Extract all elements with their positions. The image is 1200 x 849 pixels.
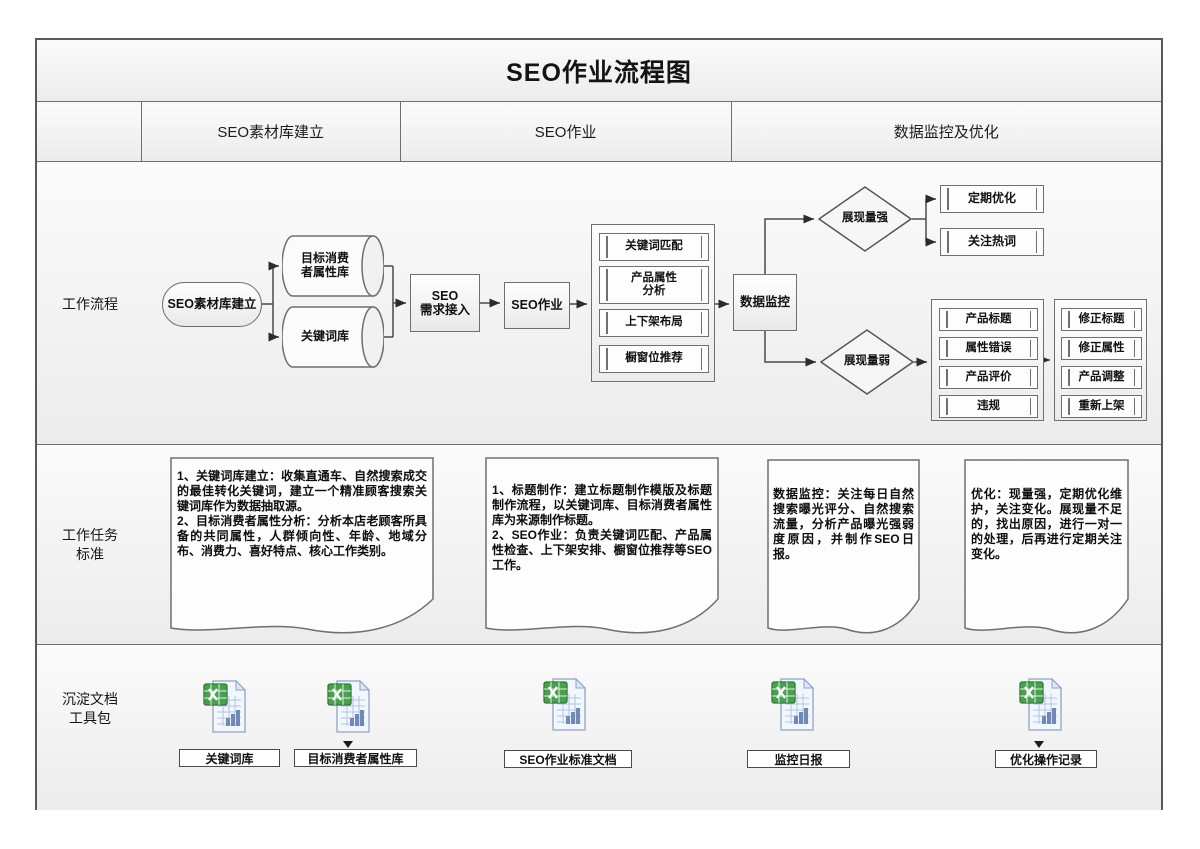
flowchart-table: SEO作业流程图 SEO素材库建立 SEO作业 数据监控及优化 工作流程: [35, 38, 1163, 810]
fix-correct-title: 修正标题: [1061, 308, 1142, 331]
cause-attribute-error: 属性错误: [939, 337, 1038, 360]
task-doc-text: 优化：现量强，定期优化维护，关注变化。展现量不足的，找出原因，进行一对一的处理，…: [971, 487, 1122, 561]
phase-header-row: SEO素材库建立 SEO作业 数据监控及优化: [37, 102, 1161, 162]
column-header-seo-library: SEO素材库建立: [140, 102, 400, 161]
weak-causes-group: 产品标题 属性错误 产品评价 违规: [931, 299, 1044, 421]
work-item-shelf-layout: 上下架布局: [599, 309, 709, 337]
deliverable-label-monitor-daily: 监控日报: [747, 750, 850, 768]
row-label-deliverables: 沉淀文档 工具包: [62, 691, 118, 726]
page-title: SEO作业流程图: [506, 58, 692, 87]
work-item-keyword-match: 关键词匹配: [599, 233, 709, 261]
decision-weak-label: 展现量弱: [844, 355, 890, 368]
decision-strong: 展现量强: [818, 186, 912, 252]
connector-lines: [262, 194, 1050, 367]
fix-relist: 重新上架: [1061, 395, 1142, 418]
excel-file-icon: [1019, 677, 1063, 731]
excel-file-icon: [327, 679, 371, 733]
seo-intake-node: SEO 需求接入: [410, 274, 480, 332]
cause-violation: 违规: [939, 395, 1038, 418]
task-doc-title-making: 1、标题制作：建立标题制作模版及标题制作流程，以关键词库、目标消费者属性库为来源…: [485, 457, 719, 645]
action-periodic-optimize: 定期优化: [940, 185, 1044, 213]
task-doc-text: 数据监控：关注每日自然搜索曝光评分、自然搜索流量，分析产品曝光强弱度原因，并制作…: [773, 487, 914, 561]
decision-weak: 展现量弱: [820, 329, 914, 395]
row-label-task-standards: 工作任务 标准: [62, 527, 118, 562]
column-header-empty: [37, 102, 141, 161]
monitor-node: 数据监控: [733, 274, 797, 331]
action-hot-keywords: 关注热词: [940, 228, 1044, 256]
fix-product-adjust: 产品调整: [1061, 366, 1142, 389]
down-arrow-icon: [1034, 741, 1044, 748]
fix-correct-attribute: 修正属性: [1061, 337, 1142, 360]
cause-product-review: 产品评价: [939, 366, 1038, 389]
work-item-window-recommend: 橱窗位推荐: [599, 345, 709, 373]
work-items-group: 关键词匹配 产品属性 分析 上下架布局 橱窗位推荐: [591, 224, 715, 382]
work-item-attribute-analysis: 产品属性 分析: [599, 266, 709, 304]
workflow-row: 工作流程: [37, 162, 1161, 445]
deliverables-row: 沉淀文档 工具包: [37, 645, 1161, 810]
deliverable-label-optimize-record: 优化操作记录: [995, 750, 1097, 768]
seo-work-node: SEO作业: [504, 282, 570, 329]
deliverable-label-keywords: 关键词库: [179, 749, 280, 767]
task-standards-row: 工作任务 标准 1、关键词库建立：收集直通车、自然搜索成交的最佳转化关键词，建立…: [37, 445, 1161, 645]
db-keywords: 关键词库: [282, 306, 384, 368]
deliverable-label-seo-standard: SEO作业标准文档: [504, 750, 632, 768]
db-consumer-attributes-label: 目标消费 者属性库: [300, 251, 349, 279]
db-keywords-label: 关键词库: [300, 329, 349, 344]
title-row: SEO作业流程图: [37, 40, 1161, 102]
down-arrow-icon: [343, 741, 353, 748]
cause-product-title: 产品标题: [939, 308, 1038, 331]
task-doc-optimize: 优化：现量强，定期优化维护，关注变化。展现量不足的，找出原因，进行一对一的处理，…: [964, 459, 1129, 645]
deliverable-label-consumer-attributes: 目标消费者属性库: [294, 749, 417, 767]
start-node: SEO素材库建立: [162, 282, 262, 327]
weak-fixes-group: 修正标题 修正属性 产品调整 重新上架: [1054, 299, 1147, 421]
column-header-monitor-optimize: 数据监控及优化: [730, 102, 1161, 161]
excel-file-icon: [203, 679, 247, 733]
excel-file-icon: [543, 677, 587, 731]
task-doc-text: 1、标题制作：建立标题制作模版及标题制作流程，以关键词库、目标消费者属性库为来源…: [492, 483, 712, 572]
excel-file-icon: [771, 677, 815, 731]
db-consumer-attributes: 目标消费 者属性库: [282, 235, 384, 297]
task-doc-keyword-library: 1、关键词库建立：收集直通车、自然搜索成交的最佳转化关键词，建立一个精准顾客搜索…: [170, 457, 434, 645]
row-label-workflow: 工作流程: [62, 296, 118, 312]
column-header-seo-work: SEO作业: [399, 102, 731, 161]
task-doc-data-monitor: 数据监控：关注每日自然搜索曝光评分、自然搜索流量，分析产品曝光强弱度原因，并制作…: [767, 459, 920, 645]
decision-strong-label: 展现量强: [842, 212, 888, 225]
task-doc-text: 1、关键词库建立：收集直通车、自然搜索成交的最佳转化关键词，建立一个精准顾客搜索…: [177, 469, 427, 558]
